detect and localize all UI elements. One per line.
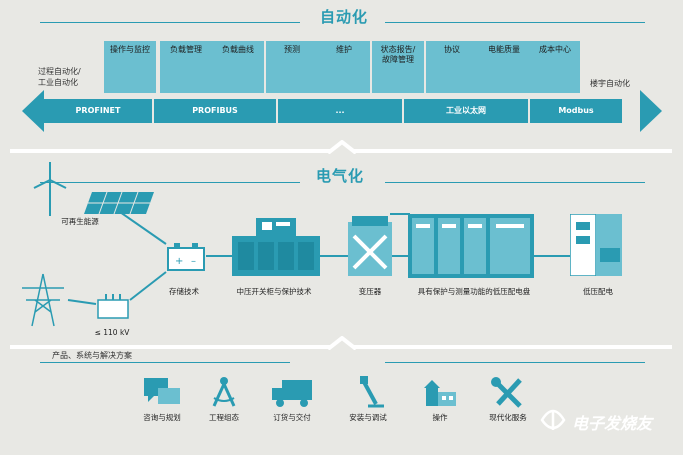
svg-text:+: + xyxy=(175,256,183,267)
service-label: 咨询与规划 xyxy=(143,413,181,422)
automation-title: 自动化 xyxy=(320,8,369,26)
node-label: 低压配电 xyxy=(583,287,613,296)
operation-icon xyxy=(424,380,456,406)
substation-icon xyxy=(97,294,129,319)
service-installation: 安装与调试 xyxy=(338,376,398,423)
band-left-arrow xyxy=(22,90,44,132)
consulting-icon xyxy=(144,378,180,404)
service-consulting: 咨询与规划 xyxy=(132,376,192,423)
service-label: 安装与调试 xyxy=(349,413,387,422)
service-modernization: 现代化服务 xyxy=(478,376,538,423)
building-automation-label: 楼宇自动化 xyxy=(590,79,630,88)
node-label: 存储技术 xyxy=(169,287,199,296)
protocol-segment: PROFINET xyxy=(44,99,152,123)
function-box: 维护 xyxy=(318,41,370,93)
elec-line-left xyxy=(40,182,300,183)
separator2-left xyxy=(10,345,330,349)
products-line-left xyxy=(40,362,290,363)
watermark-logo-icon xyxy=(540,409,566,430)
transformer-icon xyxy=(348,216,392,276)
band-right-arrow xyxy=(640,90,662,132)
battery-icon: + – xyxy=(167,243,205,271)
function-box: 负载管理 xyxy=(160,41,212,93)
installation-icon xyxy=(360,376,384,408)
function-box: 预测 xyxy=(266,41,318,93)
function-box: 电能质量 xyxy=(478,41,530,93)
lv-panel-icon xyxy=(408,214,534,278)
node-label: 具有保护与测量功能的低压配电盘 xyxy=(417,287,531,296)
separator2-right xyxy=(354,345,672,349)
separator-left xyxy=(10,149,330,153)
electrification-title: 电气化 xyxy=(316,167,365,185)
lv-distribution-icon xyxy=(570,214,622,276)
function-box: 负载曲线 xyxy=(212,41,264,93)
node-label: 中压开关柜与保护技术 xyxy=(236,287,312,296)
title-line-right xyxy=(385,22,645,23)
wind-turbine-icon xyxy=(33,162,67,216)
protocol-segment: Modbus xyxy=(530,99,622,123)
function-box: 成本中心 xyxy=(530,41,580,93)
svg-text:–: – xyxy=(191,256,196,267)
watermark-text: 电子发烧友 xyxy=(572,414,653,433)
protocol-segment: PROFIBUS xyxy=(154,99,276,123)
service-delivery: 订货与交付 xyxy=(262,376,322,423)
separator2-chevron xyxy=(328,336,356,350)
title-line-left xyxy=(40,22,300,23)
protocol-segment: ... xyxy=(278,99,402,123)
delivery-icon xyxy=(272,380,312,407)
separator-chevron xyxy=(328,140,356,154)
solar-panel-icon xyxy=(84,191,154,215)
power-pylon-icon xyxy=(22,273,64,327)
service-label: 工程组态 xyxy=(209,413,239,422)
elec-line-right xyxy=(385,182,645,183)
renewable-label: 可再生能源 xyxy=(61,217,99,226)
engineering-icon xyxy=(212,377,236,407)
service-label: 现代化服务 xyxy=(489,413,527,422)
modernization-icon xyxy=(491,377,522,408)
service-engineering: 工程组态 xyxy=(194,376,254,423)
function-box: 状态报告/ 故障管理 xyxy=(372,41,424,93)
products-line-right xyxy=(385,362,645,363)
switchgear-icon xyxy=(232,218,320,276)
node-label: 变压器 xyxy=(358,287,382,296)
grid-voltage-label: ≤ 110 kV xyxy=(94,328,130,337)
products-title: 产品、系统与解决方案 xyxy=(52,351,132,360)
service-label: 订货与交付 xyxy=(273,413,311,422)
service-operation: 操作 xyxy=(410,376,470,423)
function-box: 协议 xyxy=(426,41,478,93)
service-label: 操作 xyxy=(432,413,448,422)
protocol-band xyxy=(22,90,662,132)
protocol-segment: 工业以太网 xyxy=(404,99,528,123)
process-automation-label: 过程自动化/ 工业自动化 xyxy=(38,67,81,87)
function-box: 操作与监控 xyxy=(104,41,156,93)
separator-right xyxy=(354,149,672,153)
